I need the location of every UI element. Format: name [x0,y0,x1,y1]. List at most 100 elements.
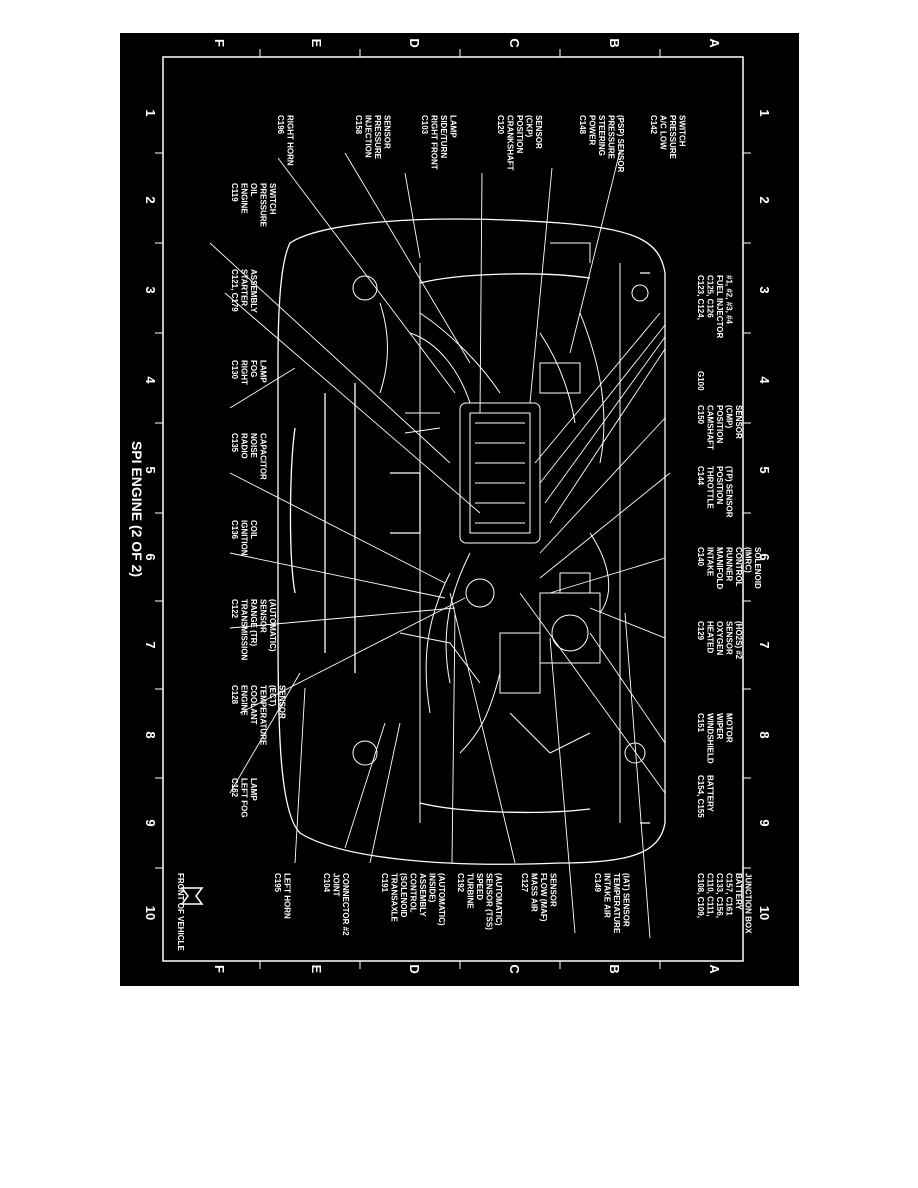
label-line: C123, C124, [696,275,705,320]
grid-col-4-right: 4 [757,376,772,384]
label-line: COOLANT [249,685,258,725]
label-g100: G100 [696,371,705,391]
grid-row-d-top: D [407,38,422,47]
label-line: ENGINE [240,183,249,214]
label-line: POSITION [515,115,524,153]
grid-col-8-right: 8 [757,731,772,738]
label-line: C150 [696,405,705,425]
label-line: RIGHT [240,360,249,385]
label-line: C140 [696,547,705,567]
label-line: RADIO [240,433,249,459]
grid-col-1-right: 1 [757,109,772,116]
leader-lines [209,150,671,939]
label-line: C144 [696,466,705,486]
label-line: C158 [354,115,363,135]
label-line: SENSOR [734,405,743,439]
label-line: ASSEMBLY [249,269,258,313]
grid-col-7-left: 7 [143,641,158,648]
grid-row-a-bottom: A [707,964,722,974]
label-line: A/C LOW [659,115,668,150]
grid-row-f-bottom: F [212,965,227,973]
label-line: INJECTION [364,115,373,158]
grid-col-7-right: 7 [757,641,772,648]
label-line: MOTOR [725,713,734,743]
label-line: C195 [273,873,282,893]
label-line: HEATED [706,621,715,654]
label-line: C119 [230,183,239,202]
label-line: FUEL INJECTOR [715,275,724,338]
grid-row-e-bottom: E [309,965,324,974]
label-c108: C108, C109,C110, C111,C133, C156,C157, C… [696,873,753,934]
label-line: C148 [578,115,587,135]
label-line: CONNECTOR #2 [341,873,350,936]
label-line: PRESSURE [259,183,268,228]
label-line: SENSOR [725,621,734,655]
label-line: C103 [420,115,429,135]
label-line: CAPACITOR [259,433,268,480]
label-line: SENSOR [549,873,558,907]
label-line: C130 [230,360,239,380]
label-line: WINDSHIELD [706,713,715,764]
label-line: SENSOR [259,599,268,633]
label-line: WIPER [715,713,724,739]
vehicle-outline [277,218,666,865]
label-line: C104 [322,873,331,893]
grid-row-f-top: F [212,39,227,47]
label-line: (IAT) SENSOR [622,873,631,927]
label-line: C192 [456,873,465,893]
label-line: SWITCH [268,183,277,215]
diagram-border [162,56,744,962]
label-line: (PSP) SENSOR [616,115,625,173]
label-line: POSITION [715,466,724,504]
grid-col-9-right: 9 [757,819,772,826]
label-line: C133, C156, [715,873,724,918]
label-line: TEMPERATURE [612,873,621,934]
label-line: RANGE (TR) [249,599,258,646]
front-of-vehicle-label: FRONT OF VEHICLE [176,873,185,951]
label-line: COIL [249,520,258,539]
label-line: POSITION [715,405,724,443]
grid-col-3-right: 3 [757,286,772,293]
label-line: INTAKE [706,547,715,577]
grid-col-2-left: 2 [143,196,158,203]
label-line: C129 [696,621,705,641]
label-line: CRANKSHAFT [506,115,515,171]
grid-row-c-top: C [507,38,522,48]
label-line: C151 [696,713,705,733]
grid-col-3-left: 3 [143,286,158,293]
label-line: C121, C179 [230,269,239,312]
label-line: SENSOR [383,115,392,149]
grid-col-1-left: 1 [143,109,158,116]
grid-col-6-right: 6 [757,553,772,560]
label-line: MANIFOLD [715,547,724,589]
label-line: BATTERY [734,873,743,911]
label-line: LEFT FOG [240,778,249,818]
label-line: C122 [230,599,239,619]
label-line: C108, C109, [696,873,705,918]
grid-col-8-left: 8 [143,731,158,738]
label-line: RIGHT FRONT [430,115,439,170]
label-line: ASSEMBLY [418,873,427,917]
label-line: JUNCTION BOX [744,873,753,934]
